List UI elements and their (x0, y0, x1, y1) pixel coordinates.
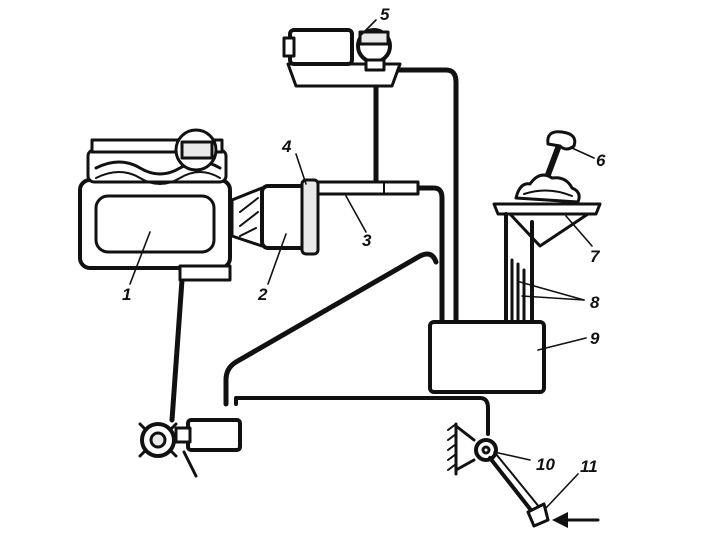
label-3: 3 (362, 231, 372, 250)
label-11: 11 (580, 457, 598, 476)
reservoir-unit (282, 28, 402, 88)
label-4: 4 (281, 137, 292, 156)
leader-lines (129, 19, 595, 509)
rods (510, 258, 526, 326)
line-diagonal-to-actuator (223, 251, 439, 407)
label-10: 10 (536, 455, 555, 474)
shaft-cylinder (316, 180, 420, 196)
label-8: 8 (590, 293, 600, 312)
pivot-icon (474, 438, 498, 462)
callout-labels: 1 2 3 4 5 6 7 8 9 10 11 (122, 5, 606, 476)
gear-knob-icon (546, 130, 577, 151)
clutch-housing (230, 178, 320, 256)
motor-gear-icon (138, 422, 178, 458)
line-actuator-to-pedal (234, 396, 490, 436)
label-5: 5 (380, 5, 390, 24)
label-7: 7 (590, 247, 601, 266)
label-6: 6 (596, 151, 606, 170)
force-arrow-icon (552, 512, 600, 528)
label-1: 1 (122, 285, 131, 304)
line-cylinder-to-box (415, 185, 445, 325)
label-2: 2 (257, 285, 268, 304)
pedal-assembly (447, 422, 600, 528)
label-9: 9 (590, 329, 600, 348)
line-reservoir-to-box (395, 67, 459, 325)
actuator-bottom (138, 418, 242, 478)
engine (78, 128, 232, 282)
control-box (428, 320, 546, 394)
gear-shift-assembly (492, 130, 602, 324)
pedal-pad-icon (526, 502, 550, 528)
